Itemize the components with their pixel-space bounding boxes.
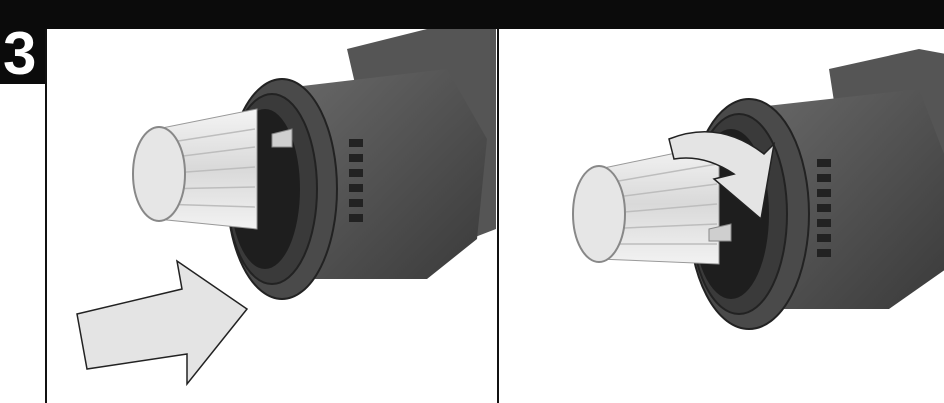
header-bar bbox=[0, 0, 944, 29]
rotate-filter-illustration bbox=[572, 49, 944, 330]
push-arrow-icon bbox=[76, 259, 249, 387]
filter-tab bbox=[708, 223, 732, 242]
panel-rotate-filter bbox=[497, 29, 944, 403]
filter-end-cap bbox=[132, 126, 186, 222]
vent-slots bbox=[349, 139, 363, 222]
insert-filter-illustration bbox=[76, 29, 496, 387]
panel-insert-filter bbox=[45, 29, 496, 403]
filter-tab bbox=[271, 128, 293, 148]
rotate-arrow-icon bbox=[668, 130, 776, 221]
filter-end-cap bbox=[572, 165, 626, 263]
vent-slots bbox=[817, 159, 831, 257]
